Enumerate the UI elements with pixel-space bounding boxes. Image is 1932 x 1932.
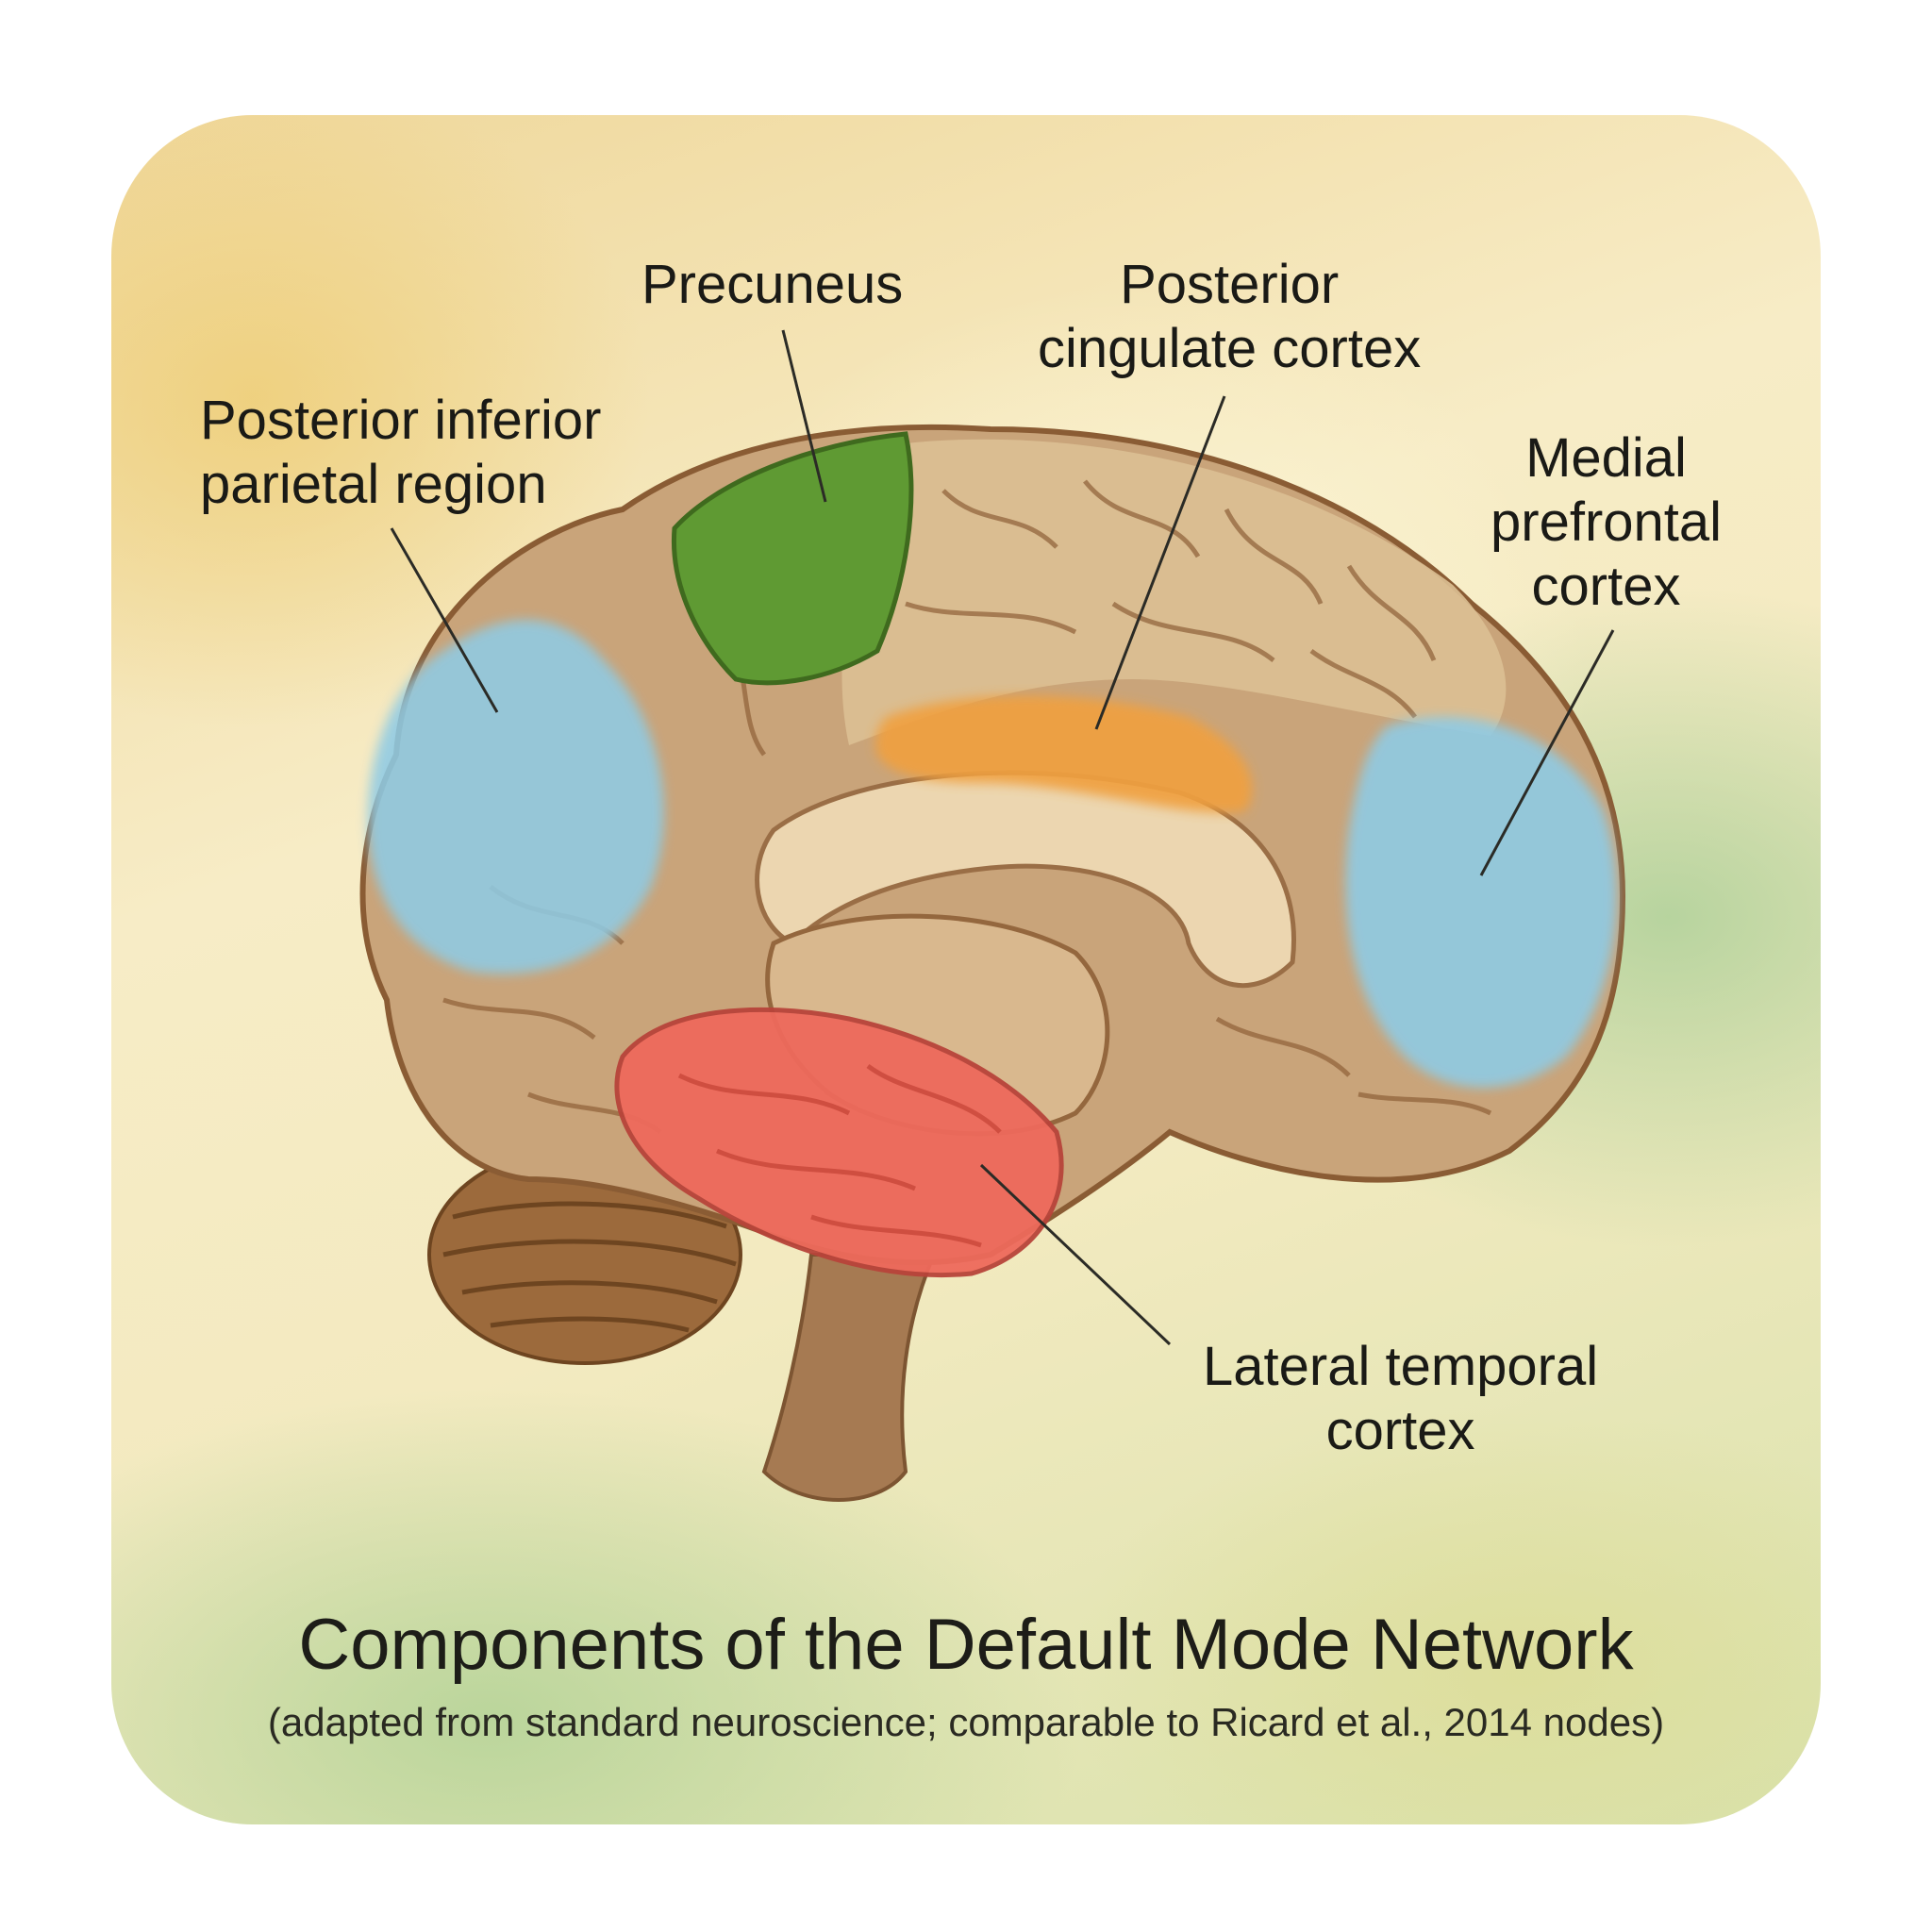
posterior-inferior-parietal-region (368, 620, 664, 974)
leader-line-precuneus (781, 329, 827, 503)
temporal-gyri (677, 1063, 1002, 1248)
leader-line-pipr (390, 527, 499, 713)
precuneus (671, 431, 914, 686)
medial-prefrontal-cortex (1345, 717, 1618, 1088)
label-posterior-cingulate-cortex: Posterior cingulate cortex (1038, 254, 1422, 379)
label-lateral-temporal-cortex: Lateral temporal cortex (1203, 1336, 1599, 1461)
leader-line-pcc (1094, 395, 1226, 730)
diagram-title: Components of the Default Mode Network (298, 1605, 1634, 1685)
leader-lines (390, 329, 1615, 1346)
label-posterior-inferior-parietal-region: Posterior inferior parietal region (200, 390, 602, 515)
posterior-cingulate-cortex (875, 695, 1253, 813)
leader-line-mpfc (1479, 629, 1615, 876)
diagram-subtitle: (adapted from standard neuroscience; com… (267, 1700, 1665, 1744)
label-precuneus: Precuneus (641, 254, 904, 315)
brainstem (761, 1253, 938, 1502)
label-medial-prefrontal-cortex: Medial prefrontal cortex (1491, 427, 1723, 617)
lateral-temporal-cortex (614, 1007, 1064, 1278)
leader-line-ltc (979, 1163, 1172, 1346)
